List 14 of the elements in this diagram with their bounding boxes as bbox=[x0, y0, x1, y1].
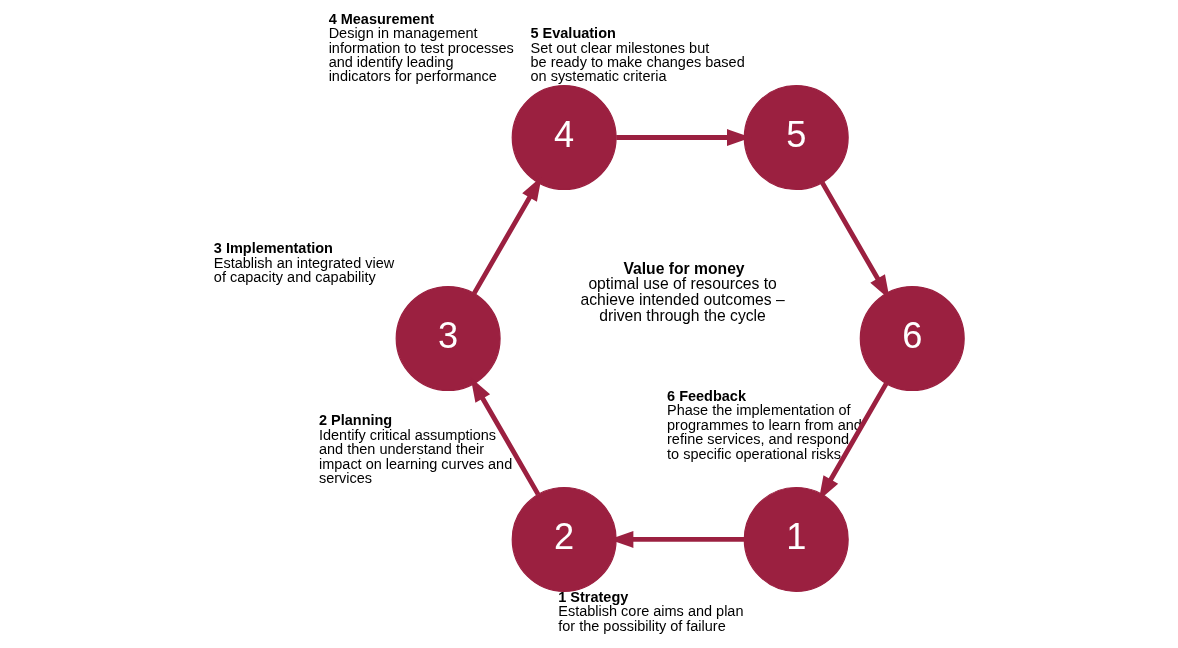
node-label: 5 Evaluation bbox=[530, 25, 616, 42]
node-label: Set out clear milestones but be ready to make changes based on systematic criteria bbox=[530, 39, 745, 85]
node-label: 3 Implementation bbox=[213, 240, 333, 257]
node-label: 6 Feedback bbox=[667, 387, 746, 404]
node-circle: 2 bbox=[511, 486, 617, 592]
label: Value for money bbox=[623, 259, 745, 277]
node-circle: 6 bbox=[859, 285, 965, 392]
node-label: 4 Measurement bbox=[328, 10, 435, 27]
node-circle: 5 bbox=[743, 85, 849, 191]
node-label: Design in management information to test processes and identify leading indicators for performance bbox=[328, 25, 514, 85]
node-circle: 3 bbox=[395, 285, 501, 392]
node-circle: 1 bbox=[743, 486, 849, 592]
node-circle: 4 bbox=[511, 85, 617, 191]
node-label: 2 Planning bbox=[318, 412, 393, 429]
